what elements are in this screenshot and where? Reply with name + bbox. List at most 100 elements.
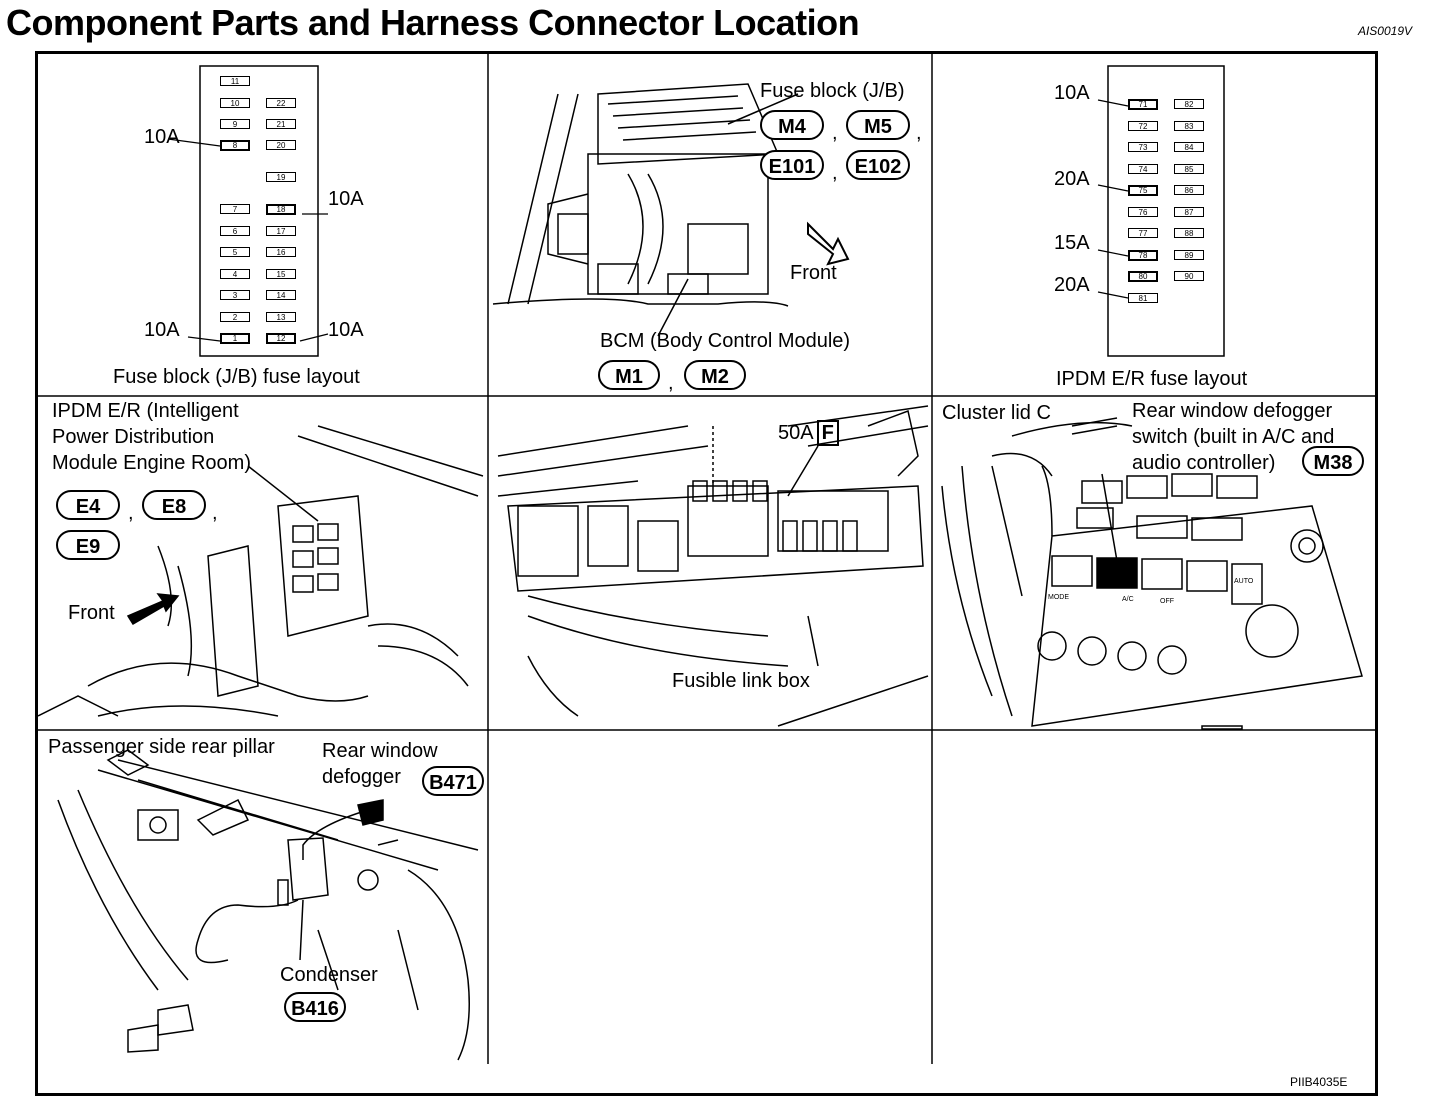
ipdm-label-line2: Power Distribution	[52, 426, 215, 448]
fuse-slot: 12	[266, 333, 296, 344]
fuse-slot: 77	[1128, 228, 1158, 238]
fuse-rating-label: 15A	[1054, 232, 1090, 254]
fuse-slot: 81	[1128, 292, 1158, 303]
figure-code-top: AIS0019V	[1357, 24, 1412, 38]
fuse-slot: 73	[1128, 142, 1158, 152]
panel-bcm-fuse-block: Fuse block (J/B) M4 , M5 , E101 , E102 F…	[488, 54, 932, 396]
fuse-slot: 84	[1174, 142, 1204, 152]
connector-m38: M38	[1302, 446, 1364, 476]
fuse-slot: 19	[266, 172, 296, 182]
separator: ,	[916, 122, 922, 144]
connector-m4: M4	[760, 110, 824, 140]
defogger-switch-line3: audio controller)	[1132, 452, 1276, 474]
connector-e101: E101	[760, 150, 824, 180]
fuse-rating-label: 10A	[144, 126, 180, 148]
fuse-slot: 1	[220, 333, 250, 344]
connector-e8: E8	[142, 490, 206, 520]
connector-m2: M2	[684, 360, 746, 390]
fuse-slot: 89	[1174, 249, 1204, 260]
fuse-rating-label: 10A	[1054, 82, 1090, 104]
fuse-slot: 3	[220, 290, 250, 300]
front-label: Front	[790, 262, 837, 284]
panel-ipdm-location: IPDM E/R (Intelligent Power Distribution…	[38, 396, 488, 730]
bcm-illustration	[492, 83, 850, 337]
fusible-link-box-illustration	[497, 405, 929, 727]
fuse-slot: 18	[266, 204, 296, 215]
connector-e9: E9	[56, 530, 120, 560]
panel-defogger-switch: MODE A/C OFF AUTO Cluster lid C Rear win…	[932, 396, 1375, 730]
fuse-slot: 16	[266, 247, 296, 257]
fuse-slot: 10	[220, 98, 250, 108]
fuse-slot: 13	[266, 312, 296, 322]
connector-b416: B416	[284, 992, 346, 1022]
front-label: Front	[68, 602, 115, 624]
fuse-slot: 82	[1174, 99, 1204, 109]
separator: ,	[212, 502, 218, 524]
fuse-slot: 87	[1174, 206, 1204, 217]
separator: ,	[832, 122, 838, 144]
btn-auto: AUTO	[1234, 578, 1254, 585]
fuse-slot: 21	[266, 119, 296, 129]
fuse-slot: 5	[220, 247, 250, 257]
btn-off: OFF	[1160, 598, 1174, 605]
btn-mode: MODE	[1048, 594, 1069, 601]
fuse-slot: 88	[1174, 228, 1204, 238]
fuse-rating: 50A	[778, 422, 814, 444]
connector-m5: M5	[846, 110, 910, 140]
fuse-slot: 75	[1128, 185, 1158, 196]
fuse-rating-label: 10A	[328, 319, 364, 341]
defogger-switch-line2: switch (built in A/C and	[1132, 426, 1335, 448]
fusible-link-box-label: Fusible link box	[672, 670, 810, 692]
fuse-slot: 74	[1128, 163, 1158, 174]
fuse-slot: 9	[220, 119, 250, 129]
fuse-slot: 71	[1128, 99, 1158, 110]
engine-room-illustration	[38, 425, 484, 717]
fuse-rating-label: 20A	[1054, 168, 1090, 190]
fuse-slot: 2	[220, 312, 250, 322]
fuse-slot: 83	[1174, 120, 1204, 131]
fuse-slot: 90	[1174, 271, 1204, 281]
fuse-block-outline	[167, 65, 329, 357]
fuse-code-box: F	[816, 420, 839, 446]
fuse-slot: 72	[1128, 120, 1158, 131]
defogger-label-line1: Rear window	[322, 740, 438, 762]
fuse-slot: 6	[220, 226, 250, 236]
fuse-slot: 17	[266, 226, 296, 236]
separator: ,	[832, 162, 838, 184]
cluster-lid-label: Cluster lid C	[942, 402, 1051, 424]
fuse-slot: 78	[1128, 249, 1158, 261]
connector-e102: E102	[846, 150, 910, 180]
fuse-slot: 76	[1128, 206, 1158, 217]
fuse-slot: 14	[266, 290, 296, 300]
fuse-block-caption: Fuse block (J/B) fuse layout	[113, 366, 360, 388]
fuse-block-label: Fuse block (J/B)	[760, 80, 905, 102]
btn-ac: A/C	[1122, 596, 1134, 603]
rear-pillar-illustration	[57, 749, 479, 1061]
fuse-slot: 11	[220, 76, 250, 86]
panel-rear-pillar: Passenger side rear pillar Rear window d…	[38, 730, 488, 1064]
fuse-slot: 22	[266, 98, 296, 108]
figure-code-bottom: PIIB4035E	[1290, 1075, 1348, 1089]
defogger-switch-line1: Rear window defogger	[1132, 400, 1333, 422]
connector-e4: E4	[56, 490, 120, 520]
fuse-slot: 86	[1174, 185, 1204, 195]
separator: ,	[668, 372, 674, 394]
fuse-slot: 8	[220, 140, 250, 151]
pillar-label: Passenger side rear pillar	[48, 736, 275, 758]
fuse-rating-label: 10A	[328, 188, 364, 210]
fuse-slot: 80	[1128, 271, 1158, 282]
fuse-slot: 20	[266, 140, 296, 150]
fuse-slot: 7	[220, 204, 250, 214]
connector-m1: M1	[598, 360, 660, 390]
fuse-slot: 85	[1174, 163, 1204, 174]
page-title: Component Parts and Harness Connector Lo…	[6, 2, 860, 43]
fuse-rating-label: 20A	[1054, 274, 1090, 296]
separator: ,	[128, 502, 134, 524]
connector-b471: B471	[422, 766, 484, 796]
defogger-label-line2: defogger	[322, 766, 401, 788]
